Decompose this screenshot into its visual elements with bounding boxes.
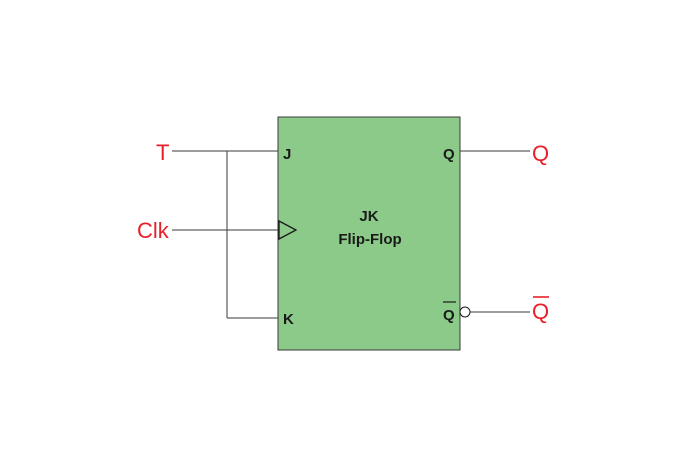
output-label-q-bar: Q [532, 299, 549, 324]
input-label-t: T [156, 140, 169, 165]
pin-label-q: Q [443, 146, 455, 163]
pin-label-j: J [283, 146, 291, 163]
pin-label-k: K [283, 311, 294, 328]
input-label-clk: Clk [137, 218, 170, 243]
block-title-line2: Flip-Flop [338, 231, 401, 248]
flip-flop-block [277, 116, 461, 351]
clock-triangle-icon [278, 219, 298, 241]
pin-label-q-bar: Q [443, 307, 455, 324]
output-label-q: Q [532, 141, 549, 166]
inversion-bubble-icon [459, 306, 471, 318]
block-title-line1: JK [359, 208, 378, 225]
